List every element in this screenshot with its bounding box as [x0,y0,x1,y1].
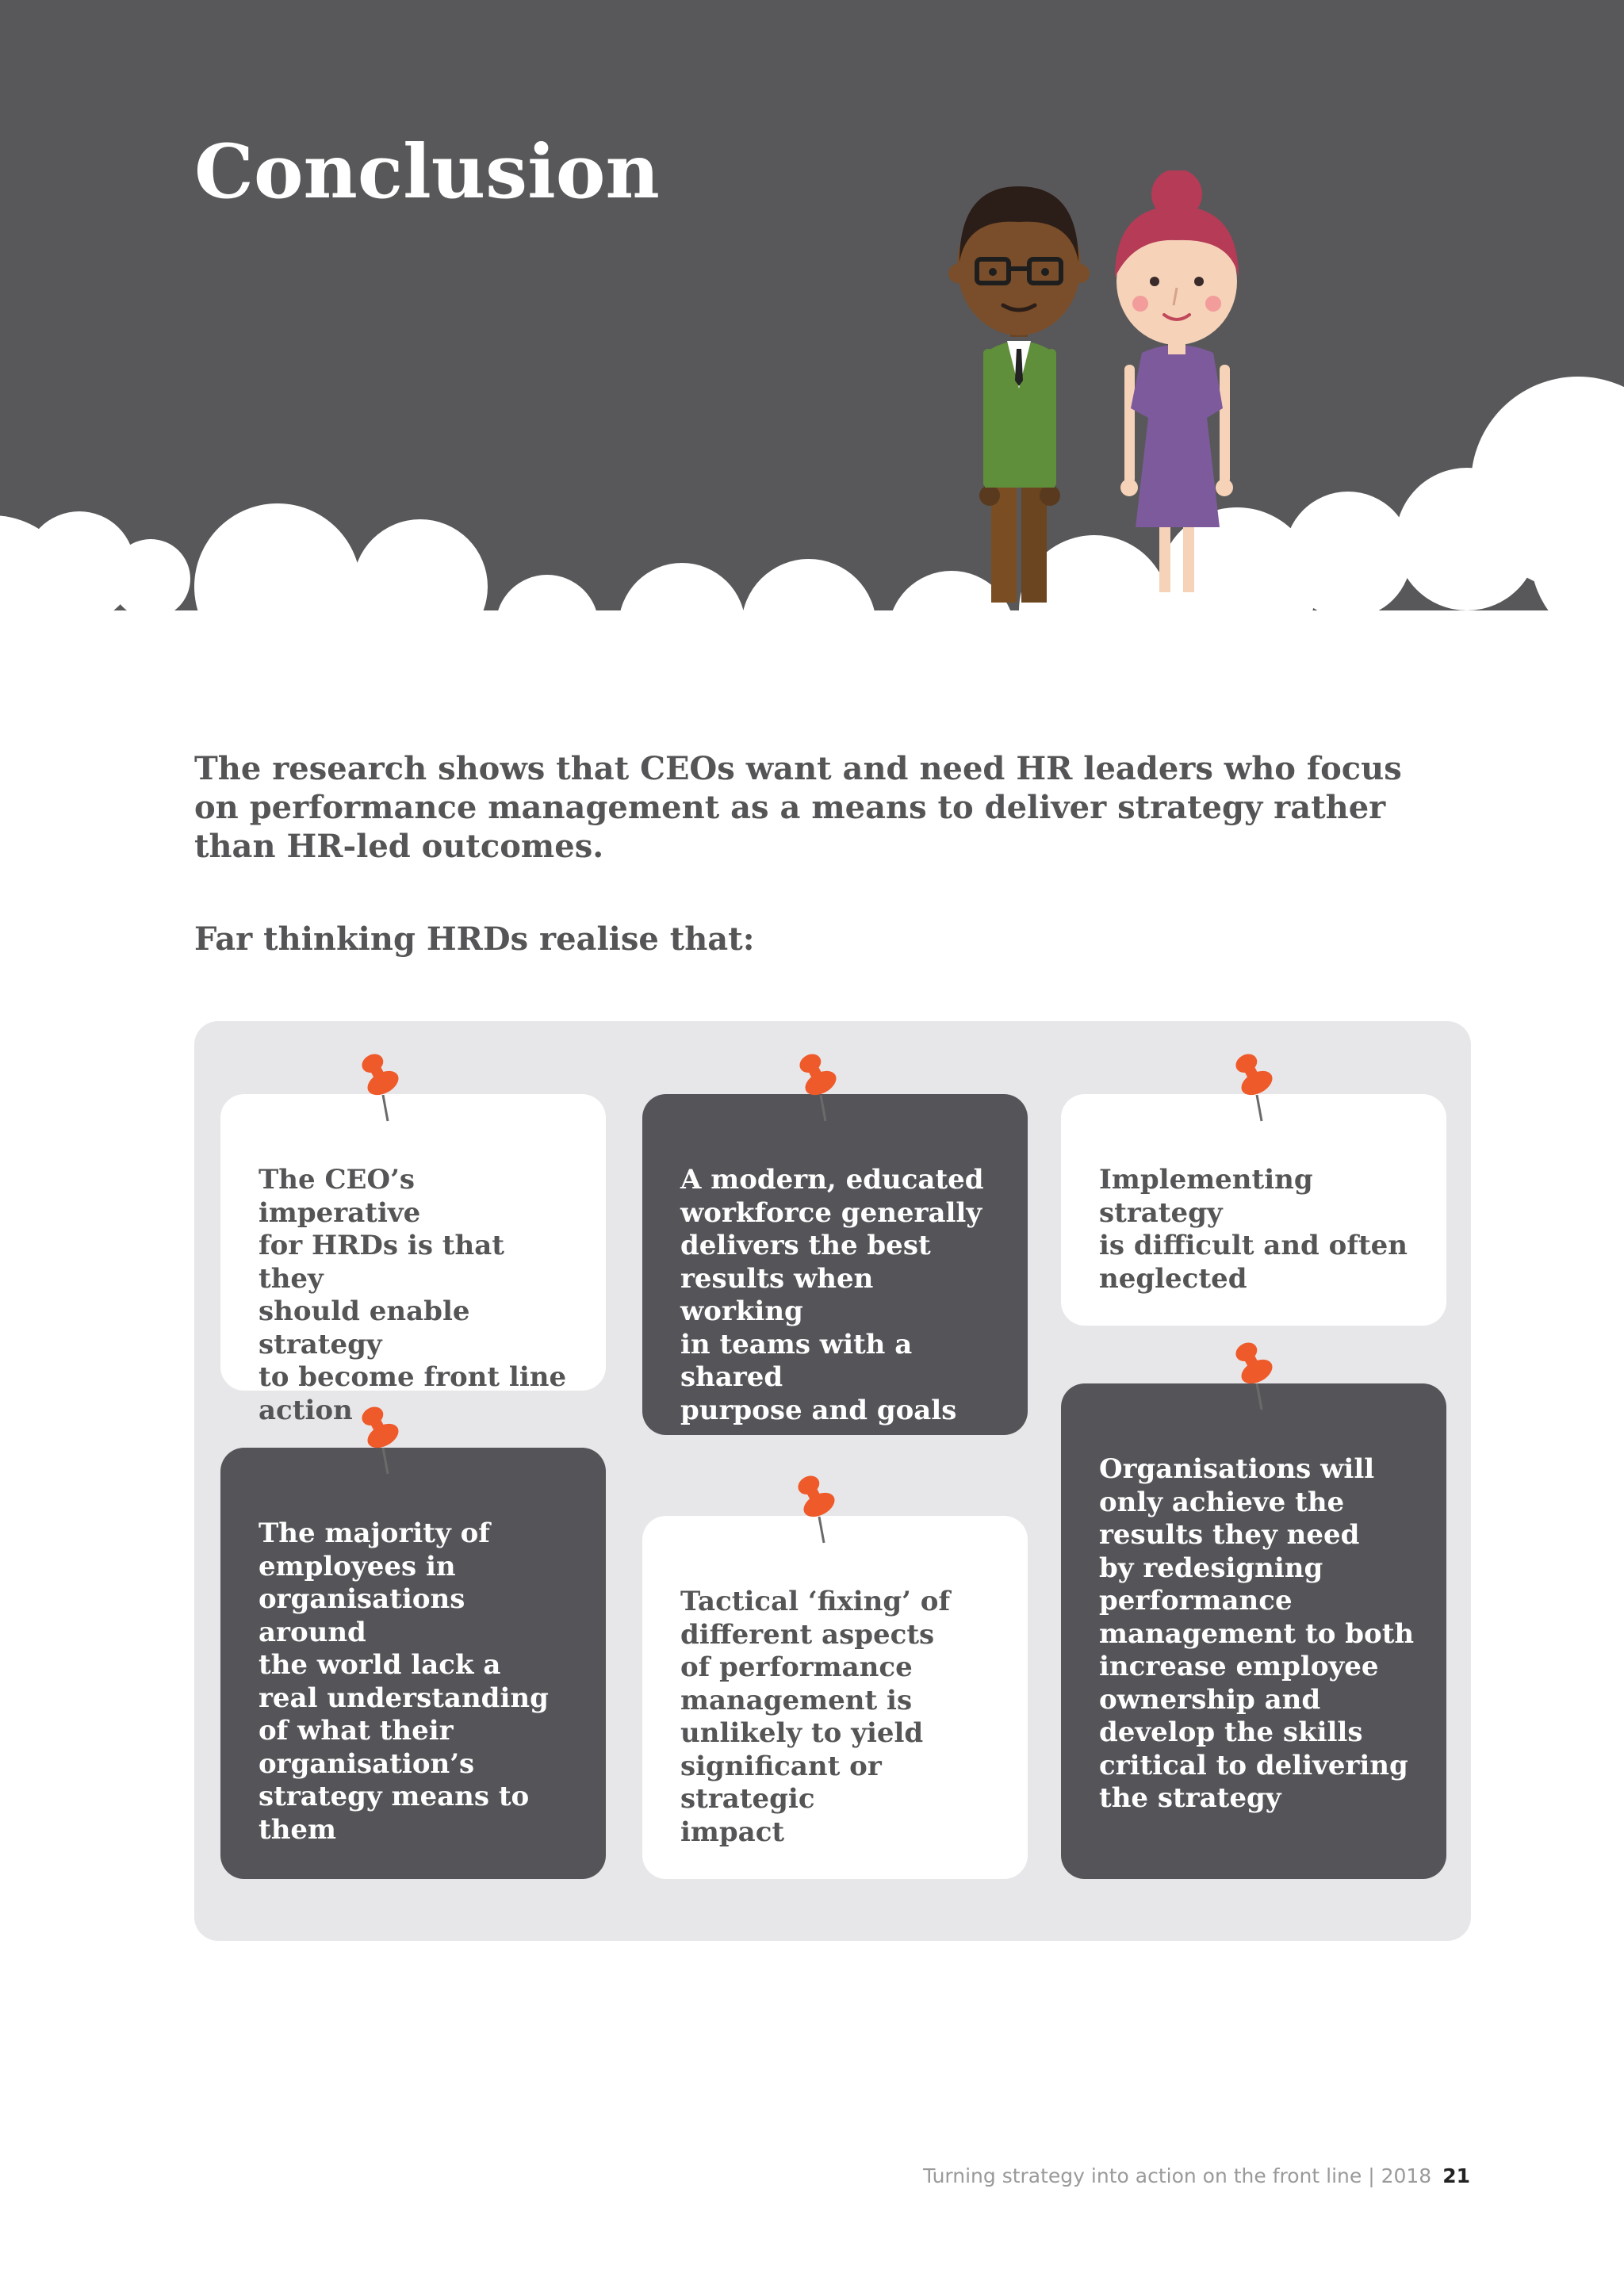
note-card: Tactical ‘fixing’ of different aspects o… [642,1516,1028,1879]
people-illustration [948,170,1239,603]
note-text: Tactical ‘fixing’ of different aspects o… [680,1586,951,1848]
cloud-shape [0,377,1624,666]
page-number: 21 [1442,2164,1470,2187]
page-footer: Turning strategy into action on the fron… [923,2164,1470,2187]
pushpin-icon [798,1475,835,1544]
note-text: A modern, educated workforce generally d… [680,1164,984,1426]
note-card: A modern, educated workforce generally d… [642,1094,1028,1435]
page-title: Conclusion [194,128,660,216]
pushpin-icon [1235,1342,1273,1410]
header-banner: Conclusion [0,0,1624,666]
pushpin-icon [799,1054,837,1122]
pushpin-icon [1235,1054,1273,1122]
note-text: The majority of employees in organisatio… [259,1517,549,1846]
footer-text: Turning strategy into action on the fron… [923,2164,1432,2187]
intro-paragraph: The research shows that CEOs want and ne… [194,750,1402,865]
man-illustration [948,186,1090,603]
note-card: Implementing strategy is difficult and o… [1061,1094,1446,1326]
note-card: The majority of employees in organisatio… [220,1448,606,1879]
note-text: Organisations will only achieve the resu… [1099,1453,1415,1814]
note-text: Implementing strategy is difficult and o… [1099,1164,1408,1295]
note-card: The CEO’s imperative for HRDs is that th… [220,1094,606,1426]
note-text: The CEO’s imperative for HRDs is that th… [259,1164,567,1426]
note-card: Organisations will only achieve the resu… [1061,1383,1446,1879]
pushpin-icon [362,1054,399,1122]
notes-board: The CEO’s imperative for HRDs is that th… [194,1021,1471,1941]
woman-illustration [1115,170,1239,592]
lead-heading: Far thinking HRDs realise that: [194,920,755,958]
pushpin-icon [362,1406,399,1475]
